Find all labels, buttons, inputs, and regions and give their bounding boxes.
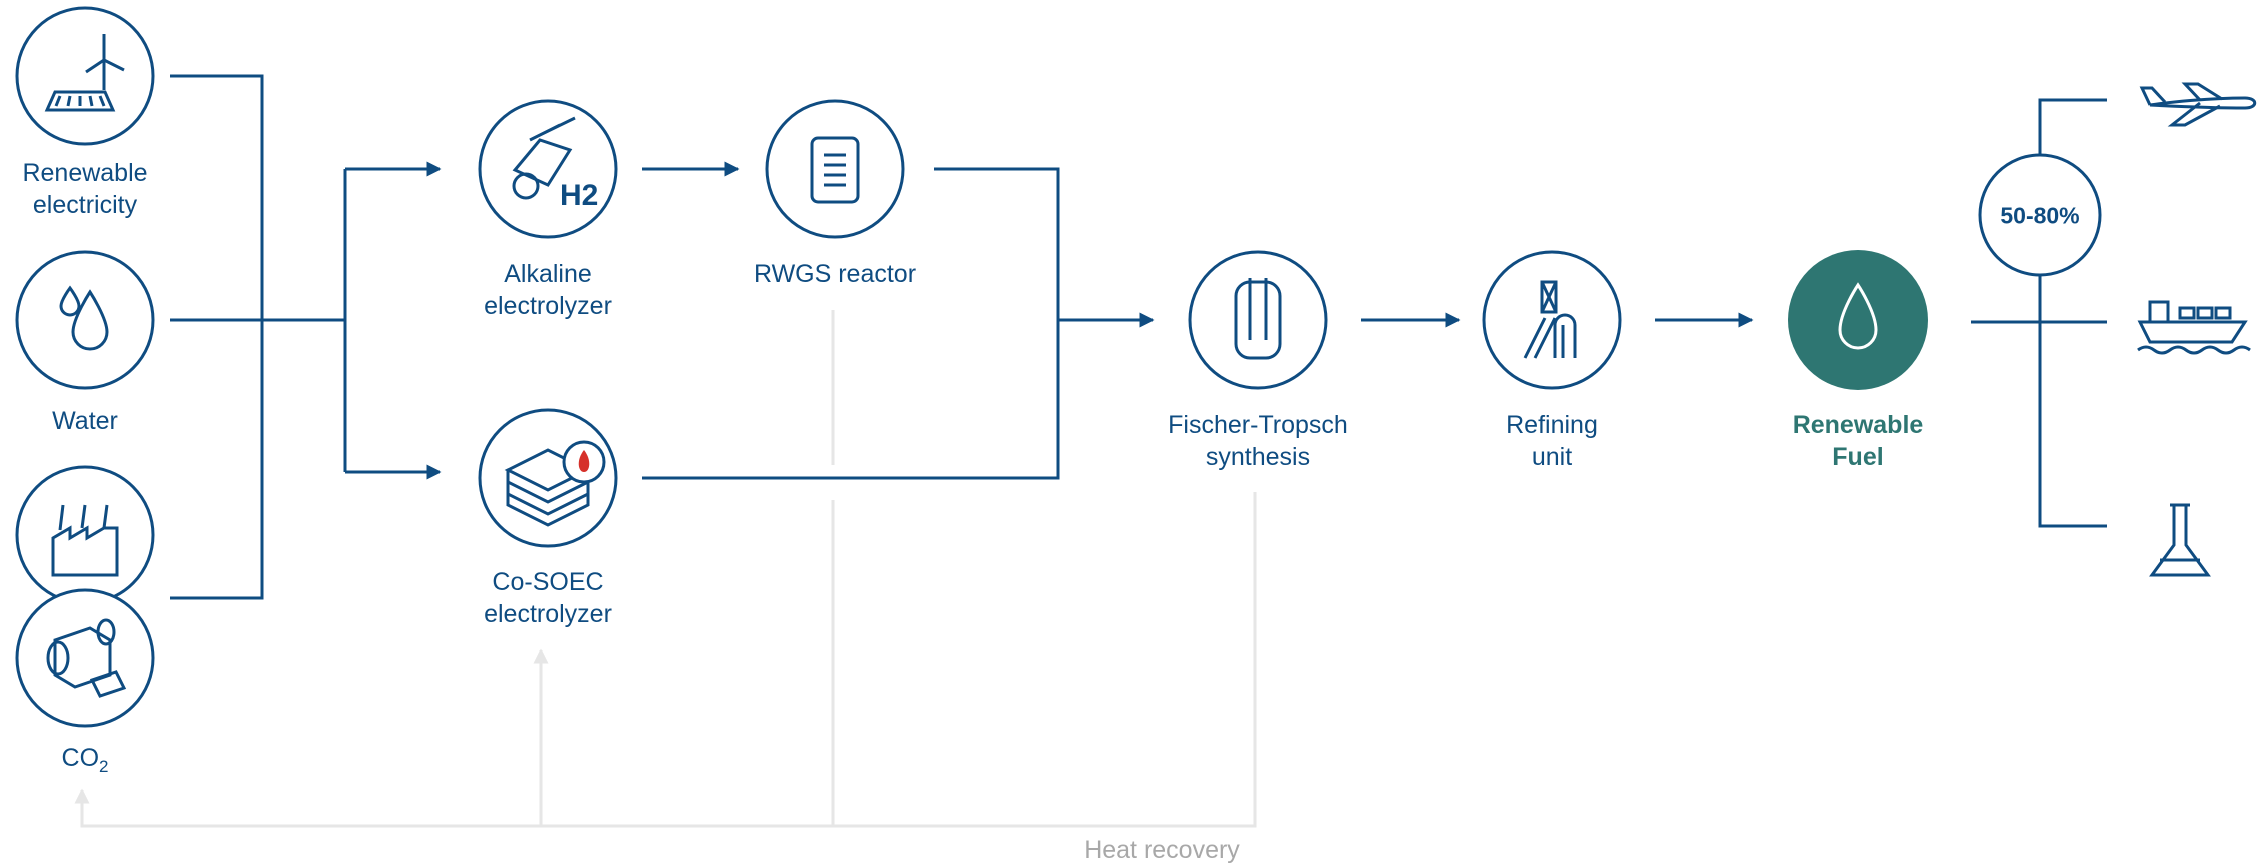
label-line: Renewable: [1792, 411, 1924, 439]
ship-icon: [2137, 300, 2251, 355]
label-line: Fischer-Tropsch: [1168, 411, 1348, 439]
fuel-drop-icon: [1838, 282, 1878, 350]
label-line: Alkaline: [504, 260, 592, 288]
label-co2: CO2: [62, 742, 109, 783]
airplane-icon: [2139, 82, 2257, 127]
factory-icon: [51, 504, 119, 577]
soec-stack-icon: [504, 440, 606, 527]
label-co-soec-electrolyzer: Co-SOEC electrolyzer: [484, 566, 612, 630]
co2-subscript: 2: [99, 757, 109, 776]
label-line: Heat recovery: [1084, 836, 1240, 864]
direct-air-capture-icon: [46, 618, 127, 698]
h2-badge: H2: [560, 179, 598, 212]
ft-reactor-icon: [1234, 278, 1282, 360]
label-renewable-fuel: Renewable Fuel: [1793, 409, 1924, 473]
chemical-flask-icon: [2149, 503, 2211, 577]
node-alkaline-electrolyzer: H2: [478, 99, 618, 239]
h2-electrolyzer-icon: [512, 116, 576, 200]
node-fischer-tropsch: [1188, 250, 1328, 390]
label-line: synthesis: [1205, 443, 1311, 471]
node-water: [15, 250, 155, 390]
label-line: electrolyzer: [484, 600, 612, 628]
label-heat-recovery: Heat recovery: [1084, 834, 1240, 866]
label-alkaline-electrolyzer: Alkaline electrolyzer: [484, 258, 612, 322]
flow-lines: [170, 74, 2107, 600]
label-line: unit: [1531, 443, 1573, 471]
label-line: electricity: [32, 191, 138, 219]
split-node: [1978, 153, 2102, 277]
node-renewable-fuel: [1788, 250, 1928, 390]
split-percentage: 50-80%: [2000, 202, 2080, 229]
node-refining-unit: [1482, 250, 1622, 390]
solar-wind-icon: [44, 34, 125, 112]
label-line: Renewable: [22, 159, 148, 187]
label-line: Co-SOEC: [492, 568, 604, 596]
label-line: Water: [52, 407, 118, 435]
label-refining-unit: Refining unit: [1506, 409, 1598, 473]
reactor-icon: [810, 136, 860, 204]
node-co2-capture: [15, 588, 155, 728]
label-line: electrolyzer: [484, 292, 612, 320]
label-line: Fuel: [1832, 443, 1884, 471]
refinery-icon: [1523, 280, 1577, 359]
label-rwgs-reactor: RWGS reactor: [754, 258, 916, 290]
heat-recovery-lines: [74, 310, 1257, 828]
water-drops-icon: [59, 285, 109, 351]
node-rwgs-reactor: [765, 99, 905, 239]
label-fischer-tropsch: Fischer-Tropsch synthesis: [1168, 409, 1348, 473]
co2-text: CO: [61, 744, 100, 772]
node-renewable-electricity: [15, 6, 155, 146]
label-renewable-electricity: Renewable electricity: [22, 157, 147, 221]
node-co-soec-electrolyzer: [478, 408, 618, 548]
node-co2-factory: [15, 465, 155, 605]
label-line: Refining: [1506, 411, 1598, 439]
label-water: Water: [52, 405, 118, 437]
label-line: RWGS reactor: [753, 260, 917, 288]
